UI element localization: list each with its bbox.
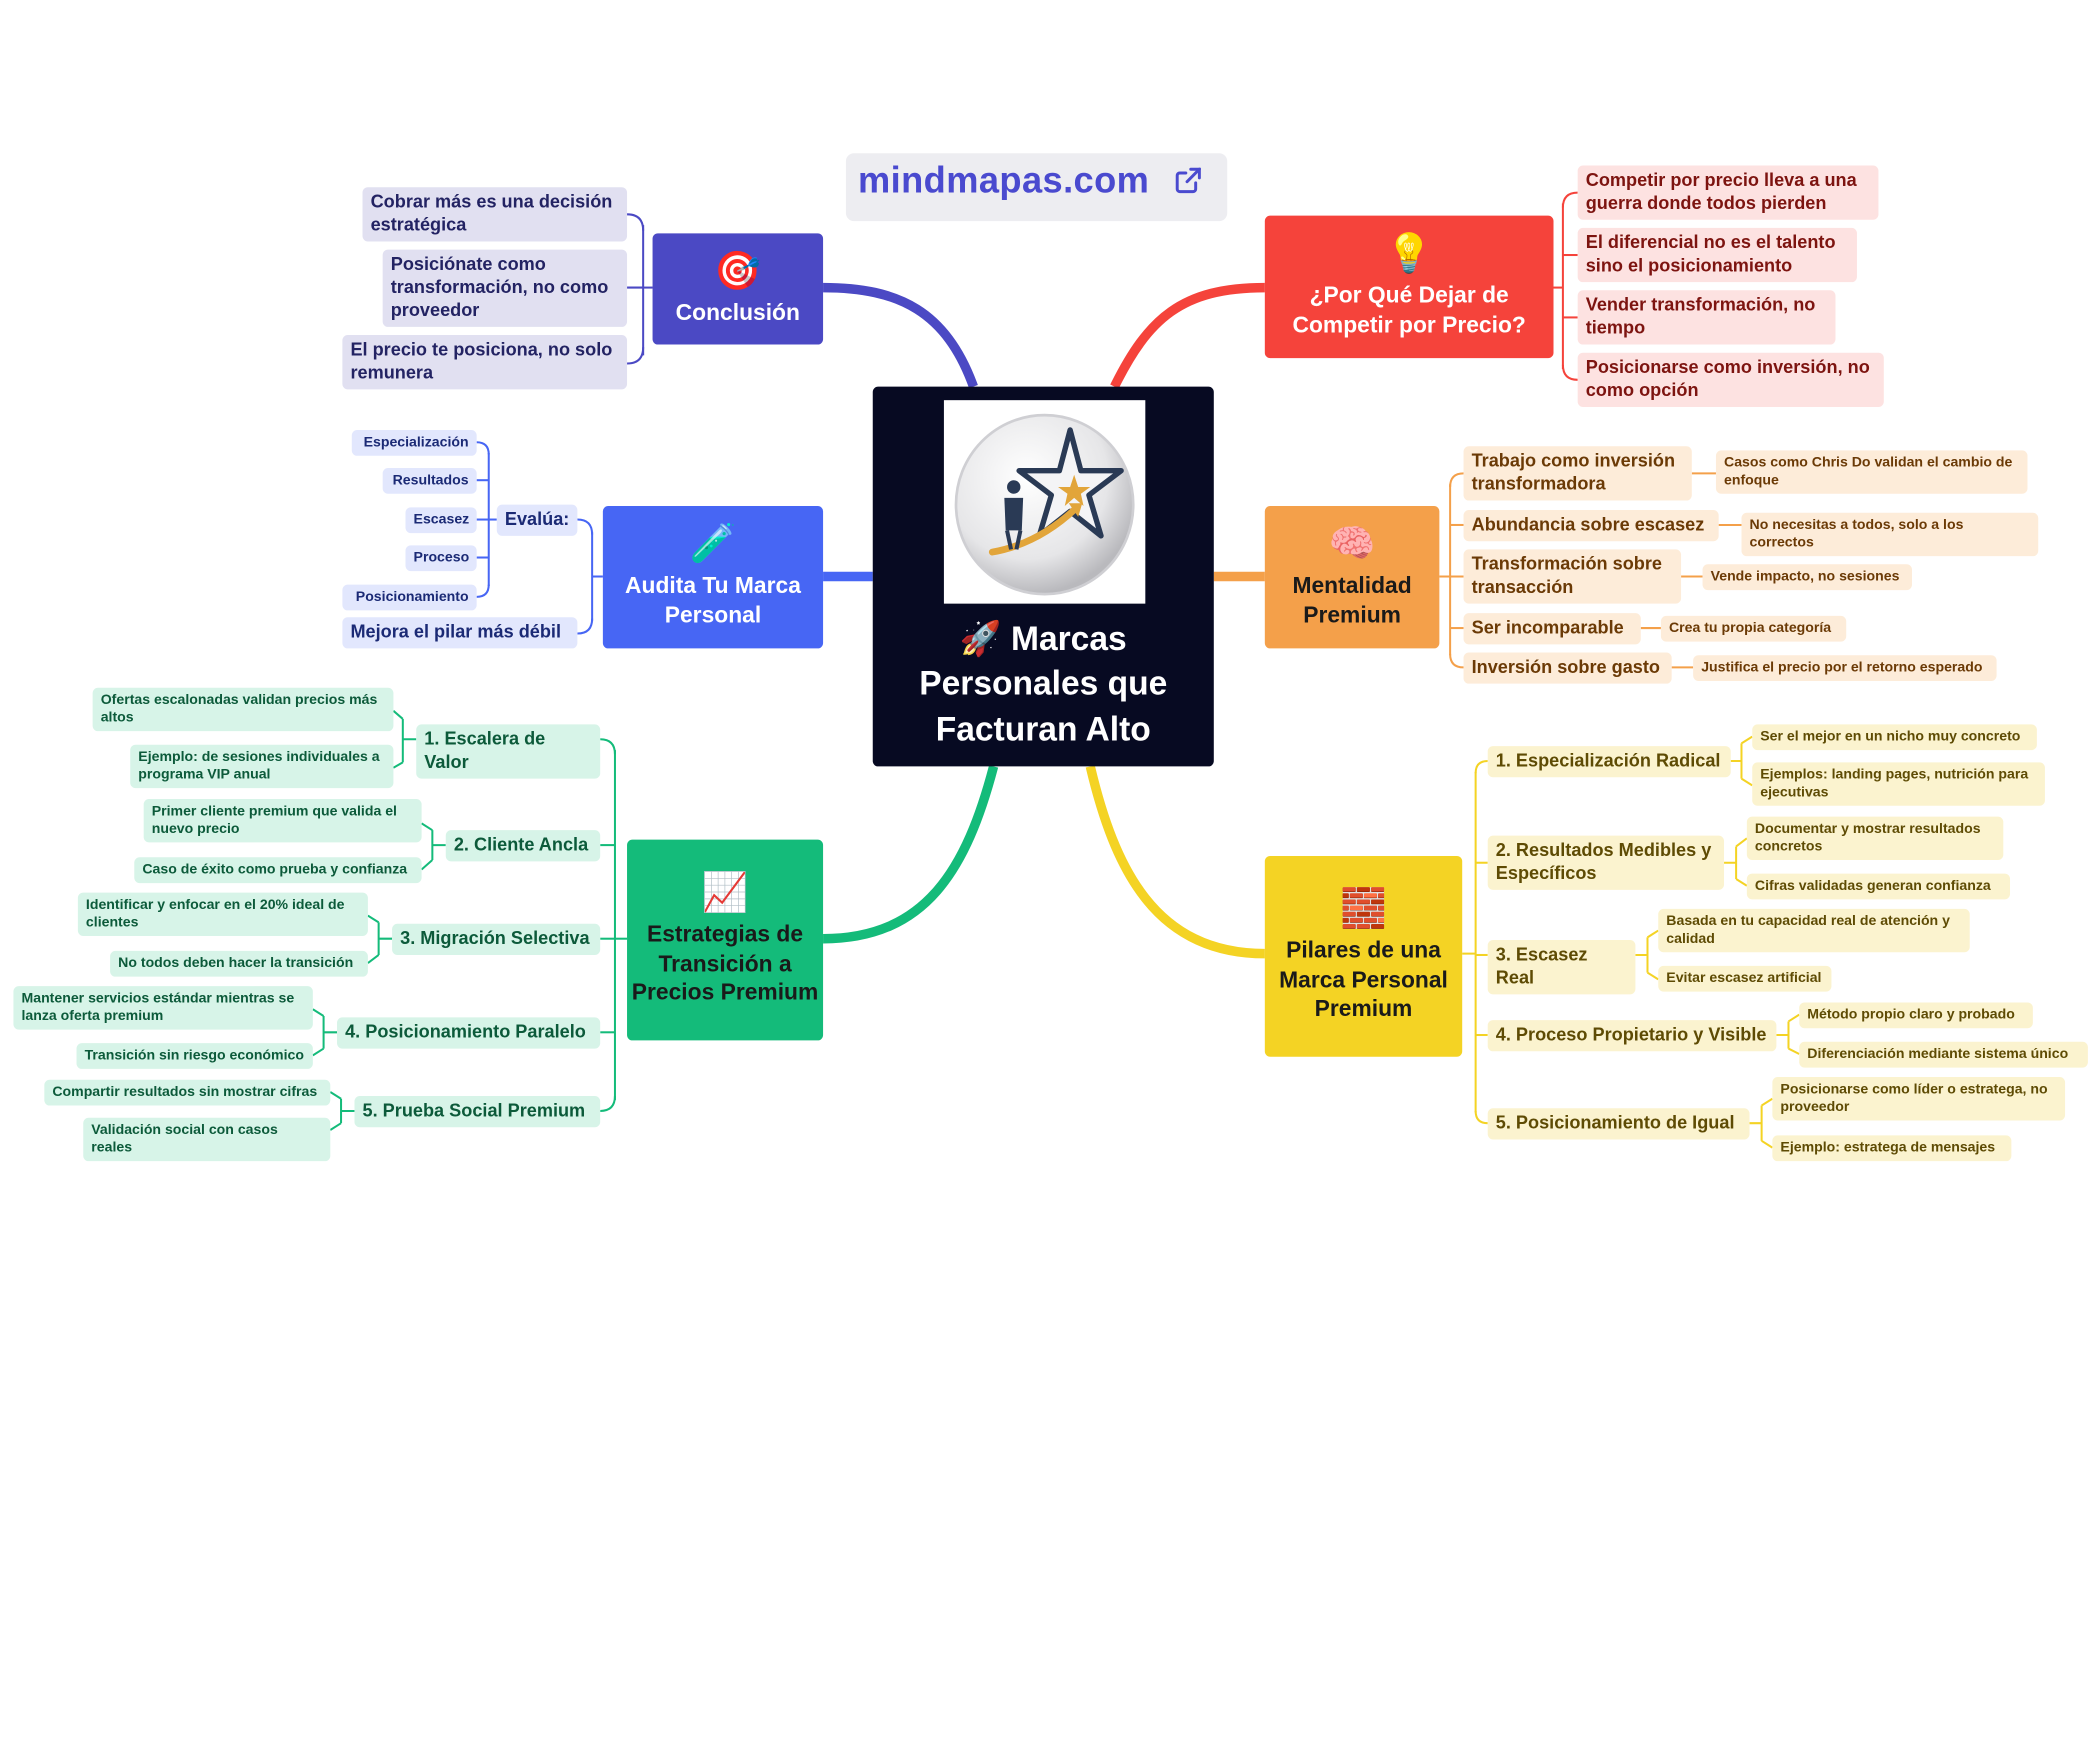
central-title: 🚀 Marcas Personales que Facturan Alto bbox=[873, 617, 1214, 752]
bricks-icon: 🧱 bbox=[1340, 887, 1387, 930]
branch-title: ¿Por Qué Dejar de Competir por Precio? bbox=[1292, 282, 1526, 338]
test-tube-icon: 🧪 bbox=[689, 522, 737, 565]
pillar-detail[interactable]: Posicionarse como líder o estratega, no … bbox=[1772, 1077, 2066, 1121]
branch-title: Audita Tu Marca Personal bbox=[625, 572, 801, 628]
strategy-detail[interactable]: Transición sin riesgo económico bbox=[76, 1043, 313, 1070]
pillar-detail[interactable]: Diferenciación mediante sistema único bbox=[1799, 1041, 2088, 1068]
branch-title: Pilares de una Marca Personal Premium bbox=[1279, 937, 1448, 1022]
star-businessman-logo bbox=[954, 413, 1135, 596]
branch-title: Mentalidad Premium bbox=[1292, 572, 1412, 628]
branch-why[interactable]: 💡 ¿Por Qué Dejar de Competir por Precio? bbox=[1264, 215, 1554, 359]
strategy-item[interactable]: 5. Prueba Social Premium bbox=[354, 1096, 601, 1128]
mindset-detail[interactable]: No necesitas a todos, solo a los correct… bbox=[1741, 512, 2039, 557]
pillar-detail[interactable]: Evitar escasez artificial bbox=[1658, 965, 1832, 992]
mindset-item[interactable]: Abundancia sobre escasez bbox=[1463, 510, 1719, 542]
brain-icon: 🧠 bbox=[1328, 522, 1376, 565]
strategy-item[interactable]: 2. Cliente Ancla bbox=[445, 830, 601, 862]
audit-criterion[interactable]: Proceso bbox=[405, 545, 477, 572]
lightbulb-icon: 💡 bbox=[1385, 232, 1433, 275]
strategy-item[interactable]: 3. Migración Selectiva bbox=[392, 923, 601, 955]
pillar-item[interactable]: 2. Resultados Medibles y Específicos bbox=[1487, 835, 1725, 890]
watermark-box[interactable] bbox=[845, 153, 1228, 222]
audit-criterion[interactable]: Escasez bbox=[405, 507, 477, 534]
conclusion-item[interactable]: Posiciónate como transformación, no como… bbox=[382, 249, 628, 327]
branch-mindset[interactable]: 🧠 Mentalidad Premium bbox=[1264, 505, 1440, 649]
strategy-detail[interactable]: Identificar y enfocar en el 20% ideal de… bbox=[77, 892, 368, 937]
connector-lines bbox=[312, 191, 1800, 1149]
audit-criterion[interactable]: Especialización bbox=[351, 430, 477, 456]
why-item[interactable]: El diferencial no es el talento sino el … bbox=[1577, 227, 1857, 282]
strategy-detail[interactable]: Ejemplo: de sesiones individuales a prog… bbox=[130, 744, 394, 789]
central-logo bbox=[943, 400, 1146, 604]
watermark-link[interactable]: mindmapas.com bbox=[858, 160, 1203, 202]
strategy-detail[interactable]: Mantener servicios estándar mientras se … bbox=[13, 986, 313, 1030]
pillar-detail[interactable]: Documentar y mostrar resultados concreto… bbox=[1746, 816, 2004, 861]
why-item[interactable]: Posicionarse como inversión, no como opc… bbox=[1577, 352, 1884, 407]
mindset-item[interactable]: Trabajo como inversión transformadora bbox=[1463, 446, 1692, 501]
watermark-text[interactable]: mindmapas.com bbox=[857, 160, 1150, 201]
audit-criterion[interactable]: Resultados bbox=[382, 467, 477, 494]
strategy-item[interactable]: 4. Posicionamiento Paralelo bbox=[337, 1017, 601, 1049]
mindset-detail[interactable]: Crea tu propia categoría bbox=[1660, 615, 1847, 642]
branch-title: Estrategias de Transición a Precios Prem… bbox=[631, 920, 819, 1006]
pillar-detail[interactable]: Método propio claro y probado bbox=[1799, 1002, 2033, 1029]
audit-criterion[interactable]: Posicionamiento bbox=[342, 584, 477, 611]
strategy-detail[interactable]: Primer cliente premium que valida el nue… bbox=[143, 798, 422, 843]
strategy-detail[interactable]: Caso de éxito como prueba y confianza bbox=[134, 857, 422, 884]
why-item[interactable]: Vender transformación, no tiempo bbox=[1577, 290, 1836, 345]
branch-audit[interactable]: 🧪 Audita Tu Marca Personal bbox=[602, 505, 824, 649]
pillar-detail[interactable]: Basada en tu capacidad real de atención … bbox=[1658, 908, 1970, 953]
mindset-item[interactable]: Ser incomparable bbox=[1463, 613, 1641, 645]
strategy-detail[interactable]: Ofertas escalonadas validan precios más … bbox=[92, 687, 394, 732]
audit-improve[interactable]: Mejora el pilar más débil bbox=[342, 617, 578, 649]
strategy-item[interactable]: 1. Escalera de Valor bbox=[416, 724, 601, 779]
pillar-detail[interactable]: Ejemplos: landing pages, nutrición para … bbox=[1752, 762, 2045, 807]
mindset-item[interactable]: Transformación sobre transacción bbox=[1463, 549, 1682, 604]
target-icon: 🎯 bbox=[714, 249, 762, 292]
branch-conclusion[interactable]: 🎯 Conclusión bbox=[652, 233, 824, 345]
mindset-detail[interactable]: Justifica el precio por el retorno esper… bbox=[1693, 655, 1997, 682]
branch-strategies[interactable]: 📈 Estrategias de Transición a Precios Pr… bbox=[627, 839, 824, 1041]
pillar-detail[interactable]: Cifras validadas generan confianza bbox=[1746, 873, 2011, 900]
audit-evalua[interactable]: Evalúa: bbox=[496, 504, 578, 536]
conclusion-item[interactable]: El precio te posiciona, no solo remunera bbox=[342, 335, 628, 389]
strategy-detail[interactable]: Compartir resultados sin mostrar cifras bbox=[44, 1079, 331, 1106]
central-title-text: Marcas Personales que Facturan Alto bbox=[919, 619, 1168, 749]
pillar-detail[interactable]: Ejemplo: estratega de mensajes bbox=[1772, 1135, 2012, 1162]
rocket-icon: 🚀 bbox=[959, 619, 1002, 658]
external-link-icon[interactable] bbox=[1173, 165, 1203, 195]
pillar-item[interactable]: 4. Proceso Propietario y Visible bbox=[1487, 1020, 1777, 1052]
mindset-detail[interactable]: Vende impacto, no sesiones bbox=[1702, 564, 1913, 591]
strategy-detail[interactable]: Validación social con casos reales bbox=[83, 1117, 331, 1162]
pillar-detail[interactable]: Ser el mejor en un nicho muy concreto bbox=[1752, 724, 2037, 751]
mindset-detail[interactable]: Casos como Chris Do validan el cambio de… bbox=[1715, 450, 2028, 495]
why-item[interactable]: Competir por precio lleva a una guerra d… bbox=[1577, 165, 1879, 220]
conclusion-item[interactable]: Cobrar más es una decisión estratégica bbox=[362, 187, 628, 242]
chart-up-icon: 📈 bbox=[701, 870, 749, 913]
pillar-item[interactable]: 5. Posicionamiento de Igual bbox=[1487, 1108, 1750, 1140]
branch-pillars[interactable]: 🧱 Pilares de una Marca Personal Premium bbox=[1264, 855, 1463, 1057]
mindset-item[interactable]: Inversión sobre gasto bbox=[1463, 652, 1672, 684]
strategy-detail[interactable]: No todos deben hacer la transición bbox=[110, 950, 368, 977]
pillar-item[interactable]: 1. Especialización Radical bbox=[1487, 746, 1731, 778]
branch-title: Conclusión bbox=[675, 299, 800, 325]
pillar-item[interactable]: 3. Escasez Real bbox=[1487, 940, 1636, 994]
